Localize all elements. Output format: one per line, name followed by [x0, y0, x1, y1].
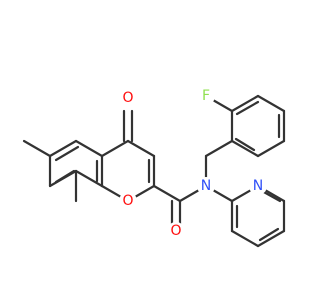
bond [54, 169, 76, 184]
bond [74, 139, 104, 158]
atom-label-fluorine: F [197, 87, 215, 105]
svg-text:O: O [170, 223, 181, 239]
svg-text:O: O [122, 193, 133, 209]
bond [256, 94, 286, 113]
svg-text:O: O [122, 90, 133, 106]
bond [48, 139, 78, 158]
bond [74, 169, 104, 188]
bond [256, 229, 286, 248]
bond [230, 94, 260, 113]
bond [54, 145, 80, 162]
bond [152, 184, 182, 203]
svg-text:F: F [202, 88, 210, 104]
atom-label-o-ring: O [119, 192, 137, 210]
bond [258, 227, 280, 242]
svg-text:N: N [253, 178, 263, 194]
bond [230, 229, 260, 248]
atom-label-n-amide: N [197, 177, 215, 195]
molecule-structure: O O O N N F [22, 87, 286, 248]
bond [260, 189, 282, 203]
bond [126, 139, 156, 158]
bond [204, 139, 234, 158]
bond [22, 139, 52, 158]
bond [234, 137, 256, 152]
atom-label-o-carbonyl-ring: O [119, 89, 137, 107]
bond [256, 139, 286, 158]
svg-text:N: N [201, 178, 211, 194]
bond [230, 139, 260, 158]
atom-label-n-pyridine: N [249, 177, 267, 195]
atom-label-o-amide: O [167, 222, 185, 240]
bond [235, 100, 260, 116]
bond [100, 139, 130, 158]
